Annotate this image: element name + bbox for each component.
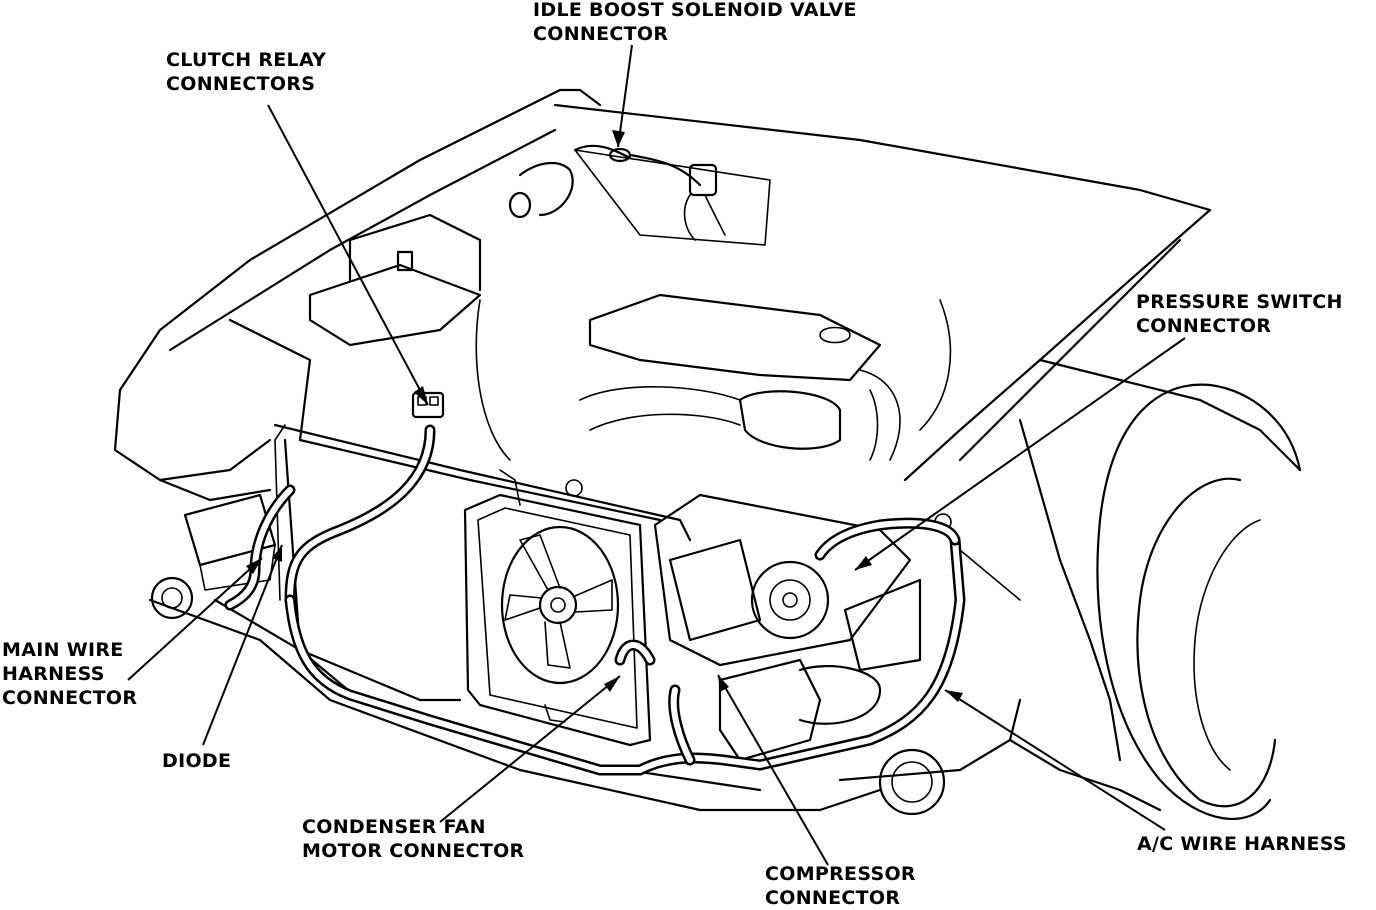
arrowhead-condenser-fan xyxy=(604,676,620,692)
arrowhead-idle-boost xyxy=(612,130,625,147)
leader-idle-boost xyxy=(617,44,633,148)
label-condenser-fan: CONDENSER FAN MOTOR CONNECTOR xyxy=(302,816,525,862)
leader-condenser-fan xyxy=(439,675,621,823)
label-ac-wire-harness: A/C WIRE HARNESS xyxy=(1137,833,1347,855)
leader-lines xyxy=(127,44,1186,866)
label-main-wire-harness: MAIN WIRE HARNESS CONNECTOR xyxy=(2,639,138,709)
leader-ac-harness xyxy=(944,689,1166,831)
label-compressor: COMPRESSOR CONNECTOR xyxy=(765,863,916,909)
label-clutch-relay: CLUTCH RELAY CONNECTORS xyxy=(166,49,327,95)
idle-boost-area xyxy=(508,144,771,246)
leader-clutch-relay xyxy=(267,104,429,406)
leader-main-wire xyxy=(127,557,263,681)
arrowhead-main-wire xyxy=(246,558,262,574)
arrowhead-ac-harness xyxy=(945,690,963,702)
compressor xyxy=(653,493,1021,762)
leader-compressor xyxy=(717,674,829,866)
leader-pressure-switch xyxy=(854,337,1186,571)
radiator xyxy=(273,423,692,702)
condenser-fan xyxy=(463,469,652,747)
engine xyxy=(308,213,952,461)
leader-diode xyxy=(202,544,283,746)
arrowhead-compressor xyxy=(718,675,729,692)
arrowhead-clutch-relay xyxy=(414,386,428,405)
arrowhead-pressure-switch xyxy=(855,556,872,570)
arrowhead-diode xyxy=(272,545,282,562)
label-diode: DIODE xyxy=(162,750,232,772)
label-idle-boost: IDLE BOOST SOLENOID VALVE CONNECTOR xyxy=(533,0,857,45)
label-pressure-switch: PRESSURE SWITCH CONNECTOR xyxy=(1136,291,1343,337)
